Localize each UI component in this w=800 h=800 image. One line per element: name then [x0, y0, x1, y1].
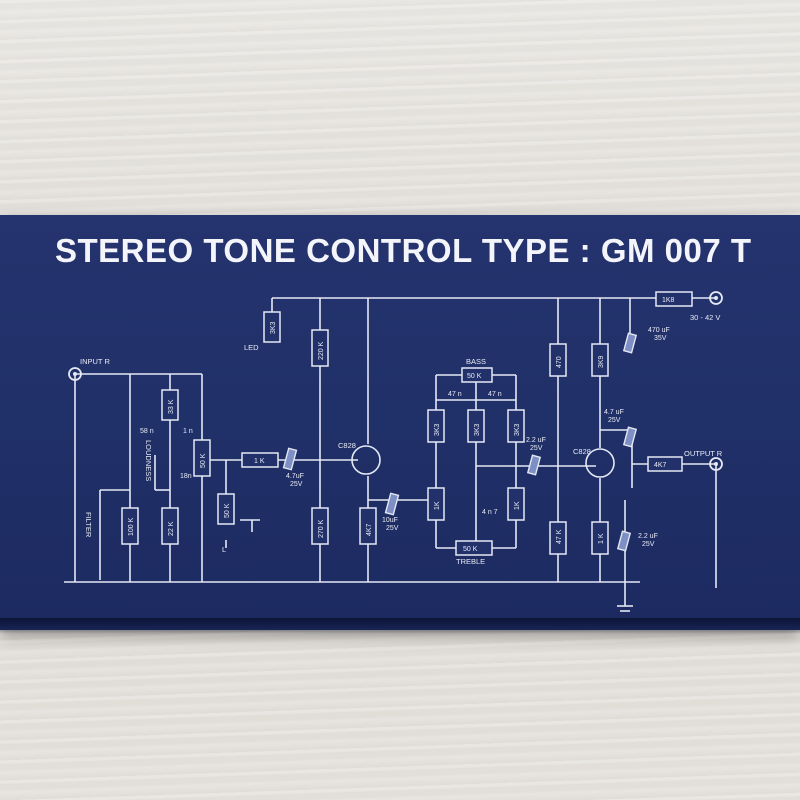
label-transistor-left: C828: [338, 441, 356, 450]
label-r-supply: 1K8: [662, 297, 675, 304]
label-output: OUTPUT R: [684, 449, 723, 458]
label-r-b2: 3K3: [474, 423, 481, 436]
label-treble: TREBLE: [456, 557, 485, 566]
label-r-t2: 1K: [514, 501, 521, 510]
label-c-10uf: 10uF: [382, 517, 398, 524]
label-c-58n: 58 n: [140, 428, 154, 435]
label-c-out: 4.7 uF: [604, 409, 624, 416]
label-r-out-top: 3K9: [598, 355, 605, 368]
label-bass: BASS: [466, 357, 486, 366]
label-c-supply-v: 35V: [654, 335, 667, 342]
label-led: LED: [244, 343, 259, 352]
label-c-47uf: 4.7uF: [286, 473, 304, 480]
label-c-4n7: 4 n 7: [482, 509, 498, 516]
label-r-e1: 270 K: [318, 519, 325, 538]
label-transistor-right: C828: [573, 447, 591, 456]
label-c-18n: 18n: [180, 473, 192, 480]
label-pot-50k: 50 K: [200, 453, 207, 468]
label-r-100k: 100 K: [128, 517, 135, 536]
label-c-22uf-b: 2.2 uF: [638, 533, 658, 540]
label-pot-treble: 50 K: [463, 546, 478, 553]
label-c-supply: 470 uF: [648, 327, 670, 334]
label-r-1k-in: 1 K: [254, 458, 265, 465]
box-title: STEREO TONE CONTROL TYPE : GM 007 T: [55, 232, 752, 269]
label-r-47k: 47 K: [556, 529, 563, 544]
label-c-22uf-b-v: 25V: [642, 541, 655, 548]
label-r-top-right: 470: [556, 356, 563, 368]
label-input: INPUT R: [80, 357, 110, 366]
label-r-b1: 3K3: [434, 423, 441, 436]
label-r-t1: 1K: [434, 501, 441, 510]
label-c-10uf-v: 25V: [386, 525, 399, 532]
label-pot-bass: 50 K: [467, 373, 482, 380]
label-c-1n: 1 n: [183, 428, 193, 435]
label-c-47n-a: 47 n: [448, 391, 462, 398]
box-bottom-shadow: [0, 618, 800, 634]
label-c-out-v: 25V: [608, 417, 621, 424]
label-loudness: LOUDNESS: [144, 440, 153, 481]
label-supply: 30 - 42 V: [690, 313, 720, 322]
blue-product-box: [0, 215, 800, 630]
label-r-22k: 22 K: [168, 521, 175, 536]
label-filter: FILTER: [84, 512, 93, 538]
label-r-led: 3K3: [270, 321, 277, 334]
label-r-out: 4K7: [654, 462, 667, 469]
label-r-b3: 3K3: [514, 423, 521, 436]
label-r-e2: 4K7: [366, 523, 373, 536]
label-c-22uf: 2.2 uF: [526, 437, 546, 444]
label-r-k8: 33 K: [168, 399, 175, 414]
label-c-47n-b: 47 n: [488, 391, 502, 398]
label-r-top1: 220 K: [318, 341, 325, 360]
label-pot-vol: 50 K: [224, 503, 231, 518]
label-c-47uf-v: 25V: [290, 481, 303, 488]
label-gnd-l: L: [222, 545, 226, 554]
label-c-22uf-v: 25V: [530, 445, 543, 452]
label-r-1k-b: 1 K: [598, 533, 605, 544]
